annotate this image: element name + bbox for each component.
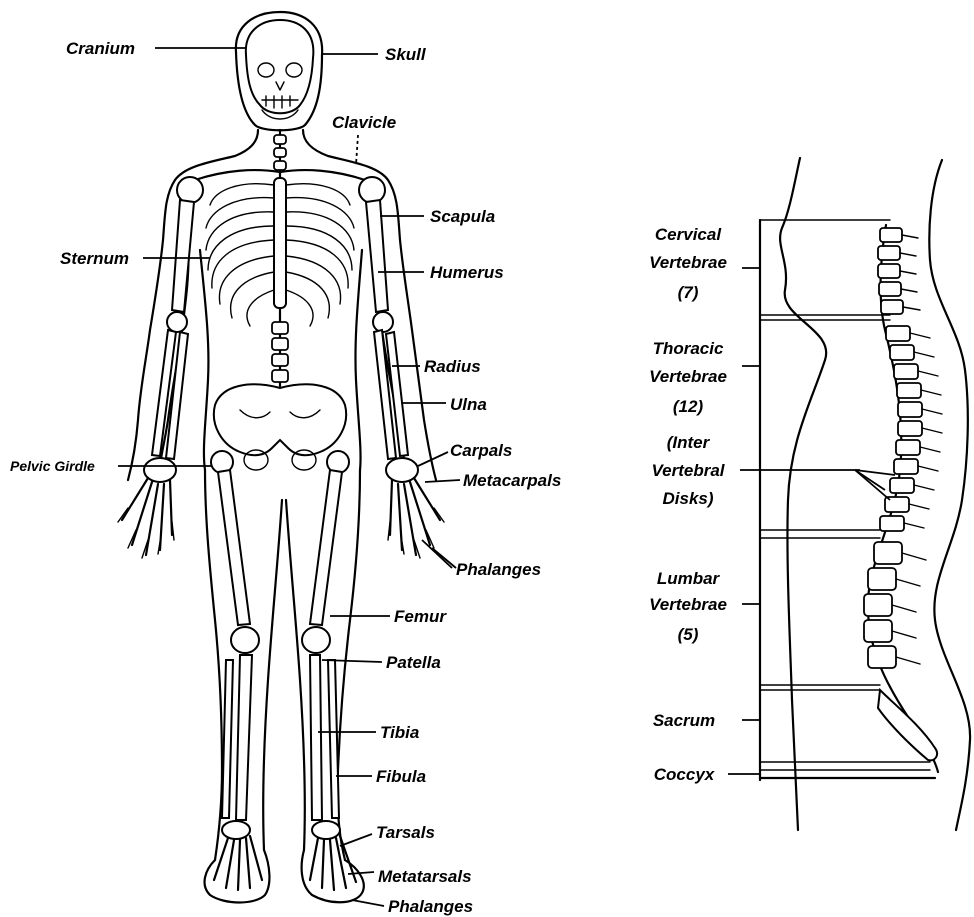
foot-bones [214,836,356,890]
label-metacarpals: Metacarpals [463,471,561,490]
label-lumbar-3: (5) [678,625,699,644]
label-phalanges-foot: Phalanges [388,897,473,916]
label-coccyx: Coccyx [654,765,716,784]
label-carpals: Carpals [450,441,512,460]
rib-cage [206,178,354,326]
label-pelvic-girdle: Pelvic Girdle [10,458,95,474]
label-metatarsals: Metatarsals [378,867,472,886]
label-skull: Skull [385,45,427,64]
spine-side-view [760,158,970,830]
spine-leader-lines [728,268,860,774]
label-radius: Radius [424,357,481,376]
label-humerus: Humerus [430,263,504,282]
label-tibia: Tibia [380,723,419,742]
label-thoracic-3: (12) [673,397,704,416]
label-tarsals: Tarsals [376,823,435,842]
label-inter-3: Disks) [662,489,713,508]
label-cranium: Cranium [66,39,135,58]
spine-labels: Cervical Vertebrae (7) Thoracic Vertebra… [649,225,727,784]
label-thoracic-2: Vertebrae [649,367,727,386]
skull [246,20,314,119]
label-sacrum: Sacrum [653,711,715,730]
label-phalanges-hand: Phalanges [456,560,541,579]
label-inter-2: Vertebral [651,461,725,480]
label-sternum: Sternum [60,249,129,268]
label-scapula: Scapula [430,207,495,226]
label-cervical-1: Cervical [655,225,722,244]
label-ulna: Ulna [450,395,487,414]
label-lumbar-2: Vertebrae [649,595,727,614]
label-clavicle: Clavicle [332,113,396,132]
label-fibula: Fibula [376,767,426,786]
label-thoracic-1: Thoracic [653,339,724,358]
label-patella: Patella [386,653,441,672]
label-lumbar-1: Lumbar [657,569,721,588]
label-femur: Femur [394,607,447,626]
label-cervical-3: (7) [678,283,699,302]
label-inter-1: (Inter [667,433,711,452]
pelvis [211,384,349,473]
label-cervical-2: Vertebrae [649,253,727,272]
